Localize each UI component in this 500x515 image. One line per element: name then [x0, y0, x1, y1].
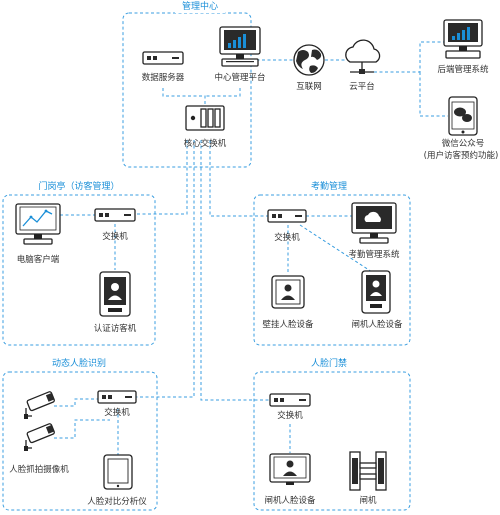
cloud-platform-icon [345, 39, 381, 74]
group-title-gatehouse: 门岗亭（访客管理） [38, 180, 119, 192]
dynamic-switch-label: 交换机 [104, 407, 130, 418]
wechat-label-line1: 微信公众号 [442, 138, 485, 149]
attendance-switch-label: 交换机 [274, 232, 300, 243]
access-switch-icon [269, 393, 311, 407]
group-title-attendance: 考勤管理 [311, 180, 347, 192]
data-server-label: 数据服务器 [142, 72, 185, 83]
center-platform-monitor-icon [219, 26, 261, 67]
wall-face-device-label: 壁挂人脸设备 [262, 319, 314, 330]
link-core-dynamic [136, 140, 195, 398]
dynamic-switch-icon [97, 390, 137, 404]
group-title-management: 管理中心 [182, 0, 218, 12]
internet-globe-icon [293, 44, 325, 76]
link-cloud-backend [374, 41, 444, 73]
link-core-access [200, 140, 270, 401]
face-analyzer-tablet-icon [103, 454, 133, 490]
data-server-icon [142, 51, 184, 65]
access-gate-face-label: 闸机人脸设备 [264, 495, 316, 506]
backend-system-label: 后端管理系统 [437, 64, 489, 75]
turnstile-icon [349, 451, 387, 491]
core-switch-label: 核心交换机 [184, 138, 227, 149]
gatehouse-switch-icon [94, 208, 136, 222]
dynamic-face-box [2, 371, 158, 511]
attendance-switch-icon [267, 209, 307, 223]
link-attswitch-gate [299, 224, 373, 273]
capture-camera-label: 人脸抓拍摄像机 [9, 464, 69, 475]
link-cam2-switch [54, 419, 110, 439]
link-cam1-switch [54, 398, 98, 407]
turnstile-label: 闸机 [359, 495, 377, 506]
capture-camera-icon-1 [24, 391, 55, 419]
link-core-attendance [209, 140, 268, 217]
wall-face-device-icon [271, 275, 305, 309]
attendance-gate-face-label: 闸机人脸设备 [351, 319, 403, 330]
internet-label: 互联网 [296, 82, 322, 92]
group-title-face-access: 人脸门禁 [311, 357, 347, 369]
wechat-label-line2: (用户访客预约功能) [424, 150, 499, 161]
access-gate-face-monitor-icon [269, 453, 311, 485]
attendance-system-monitor-icon [351, 202, 397, 244]
attendance-gate-face-icon [361, 270, 391, 314]
link-cloud-wechat [419, 72, 448, 117]
capture-camera-icon-2 [24, 423, 55, 451]
attendance-box [253, 194, 411, 346]
cloud-platform-label: 云平台 [349, 81, 375, 92]
visitor-machine-icon [99, 271, 131, 317]
visitor-machine-label: 认证访客机 [94, 323, 137, 334]
link-core-gatehouse [135, 140, 188, 215]
wechat-phone-icon [448, 96, 478, 136]
link-platform-core [205, 88, 241, 97]
pc-client-monitor-icon [15, 203, 61, 245]
group-title-dynamic-face: 动态人脸识别 [52, 357, 106, 369]
face-access-box [253, 371, 411, 511]
face-analyzer-label: 人脸对比分析仪 [87, 496, 147, 507]
attendance-system-label: 考勤管理系统 [348, 249, 400, 260]
pc-client-label: 电脑客户端 [17, 254, 60, 265]
core-switch-icon [185, 105, 225, 131]
backend-system-monitor-icon [443, 19, 483, 59]
gatehouse-switch-label: 交换机 [102, 231, 128, 242]
link-server-core [162, 88, 206, 106]
center-platform-label: 中心管理平台 [214, 72, 265, 83]
access-switch-label: 交换机 [277, 410, 303, 421]
